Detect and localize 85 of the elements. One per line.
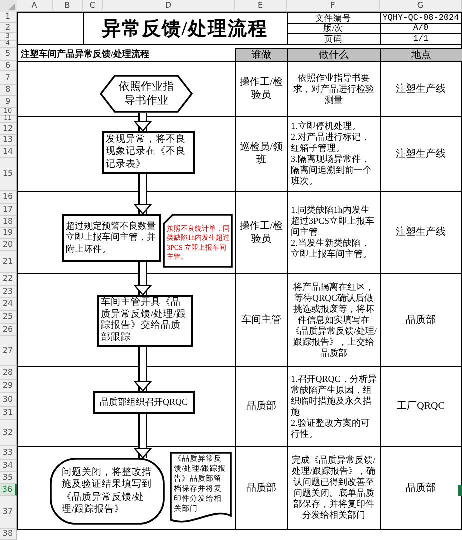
task-text: 1.同类缺陷1h内发生超过3PCS立即上报车间主管 [291, 205, 376, 238]
task-text: 1.立即停机处理。 [291, 121, 361, 132]
block-arrow [134, 347, 152, 392]
field-label: 版/次 [323, 24, 344, 33]
task-text: 2.对产品进行标记，红箱子管理。 [291, 132, 371, 154]
row-number: 6 [0, 61, 17, 71]
process-box: 超过规定预警不良数量立即上报车间主管，并附上坏件。 [62, 214, 161, 262]
block-arrow [134, 414, 152, 459]
row-number: 27 [0, 336, 17, 366]
location-text: 注塑生产线 [396, 148, 446, 160]
doc-number: YQHY-QC-08-2024 [382, 14, 460, 22]
row-number: 5 [0, 48, 17, 61]
block-arrow [134, 113, 152, 132]
row-number: 25 [0, 311, 17, 324]
column-letter: D [103, 0, 235, 12]
row-number: 37 [0, 496, 17, 529]
column-letter: C [83, 0, 103, 12]
process-box: 发现异常，将不良现象记录在《不良记录表》 [102, 131, 195, 174]
column-letter: G [380, 0, 462, 12]
task-text: 1.召开QRQC，分析异常缺陷产生原因，组织临时措施及永久措施 [291, 374, 377, 418]
preparation-hexagon: 依照作业指导书作业 [100, 75, 193, 113]
role-text: 品质部 [246, 482, 276, 494]
row-number: 20 [0, 239, 17, 251]
process-box: 车间主管开具《品质异常反馈/处理/跟踪报告》交给品质部跟踪 [97, 295, 193, 347]
block-arrow [134, 174, 152, 215]
role-text: 品质部 [246, 400, 276, 413]
row-number: 18 [0, 216, 17, 228]
row-number: 22 [0, 273, 17, 286]
location-text: 工厂QRQC [397, 400, 445, 413]
task-text: 完成《品质异常反馈/处理/跟踪报告》，确认问题已得到改善至问题关闭。底单品质部保存，并将复印件分发给相关部门 [291, 455, 377, 521]
column-letter: B [53, 0, 83, 12]
row-number: 9 [0, 96, 17, 108]
row-number: 17 [0, 204, 17, 216]
row-number: 13 [0, 135, 17, 146]
sheet-title: 异常反馈/处理流程 [100, 18, 270, 42]
column-header: 做什么 [287, 48, 381, 62]
row-number: 24 [0, 298, 17, 311]
column-letter: A [17, 0, 53, 12]
row-number: 38 [0, 529, 17, 540]
row-number: 12 [0, 123, 17, 135]
row-number: 30 [0, 393, 17, 407]
row-number: 31 [0, 407, 17, 420]
block-arrow [134, 262, 152, 296]
task-text: 2.当发生新类缺陷，立即上报车间主管。 [291, 238, 373, 260]
row-number: 23 [0, 286, 17, 298]
row-number: 34 [0, 460, 17, 472]
field-value: A/0 [413, 24, 429, 33]
row-number: 36 [0, 484, 17, 496]
location-text: 品质部 [406, 482, 436, 494]
task-text: 依照作业指导书要求，对产品进行检验测量 [292, 72, 376, 106]
row-number: 21 [0, 251, 17, 273]
field-label: 文件编号 [316, 14, 352, 22]
row-number: 19 [0, 228, 17, 239]
role-text: 车间主管 [242, 314, 282, 326]
section-title: 注塑车间产品异常反馈/处理流程 [21, 49, 150, 60]
row-number: 28 [0, 366, 17, 380]
row-number: 16 [0, 191, 17, 204]
row-number: 35 [0, 472, 17, 484]
role-text: 巡检员/领班 [239, 141, 284, 167]
row-number: 8 [0, 85, 17, 96]
row-number: 29 [0, 380, 17, 393]
task-text: 3.隔离现场异常件，隔离间追溯到前一个班次。 [291, 154, 373, 187]
column-letter: F [287, 0, 380, 12]
task-text: 将产品隔离在红区，等待QRQC确认后做挑选或报废等，将坏件信息如实填写在《品质异常反馈/处理/跟踪报告》，上交给品质部 [291, 282, 377, 358]
terminator-shape: 问题关闭，将整改措施及验证结果填写到《品质异常反馈/处理/跟踪报告》 [50, 458, 165, 525]
row-number: 2 [0, 23, 17, 33]
row-number: 26 [0, 324, 17, 336]
row-number: 7 [0, 71, 17, 85]
row-number: 1 [0, 12, 17, 23]
field-label: 页码 [324, 34, 342, 44]
row-number: 33 [0, 446, 17, 460]
role-text: 操作工/检验员 [239, 76, 284, 102]
location-text: 注塑生产线 [396, 82, 446, 96]
task-text: 2.验证整改方案的可行性。 [291, 418, 371, 440]
role-text: 操作工/检验员 [239, 220, 284, 246]
location-text: 注塑生产线 [396, 226, 446, 239]
field-value: 1/1 [413, 34, 429, 44]
row-number: 15 [0, 158, 17, 191]
process-box: 品质部组织召开QRQC [93, 391, 195, 414]
column-letter: E [235, 0, 287, 12]
column-header: 地点 [380, 48, 462, 62]
row-number: 32 [0, 420, 17, 446]
location-text: 品质部 [406, 314, 436, 326]
row-number: 14 [0, 146, 17, 158]
column-header: 谁做 [235, 48, 288, 62]
